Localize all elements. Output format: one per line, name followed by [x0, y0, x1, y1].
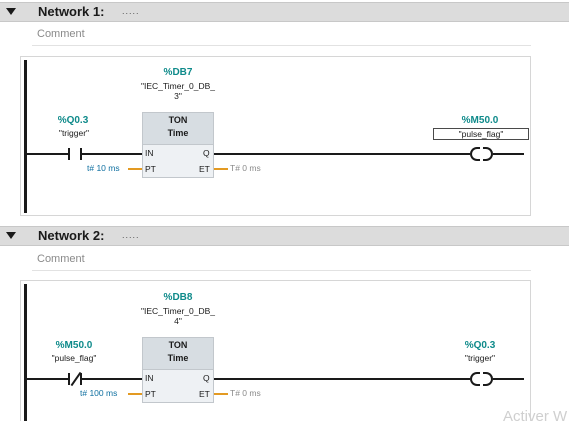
network-1-rung-area[interactable] [20, 56, 531, 216]
network-2-power-rail [24, 284, 27, 421]
network-2-pin-q: Q [203, 373, 210, 383]
network-2-et-value[interactable]: T# 0 ms [230, 388, 261, 398]
network-1-pin-in: IN [145, 148, 154, 158]
network-1-coil[interactable] [483, 147, 493, 161]
collapse-network-2-icon[interactable] [6, 232, 16, 239]
network-1-pin-et: ET [199, 164, 210, 174]
network-1-contact-address[interactable]: %Q0.3 [57, 115, 89, 126]
network-1-et-value[interactable]: T# 0 ms [230, 163, 261, 173]
network-2-timer-db-name-cont[interactable]: 4" [174, 316, 182, 326]
network-2-coil-tag[interactable]: "trigger" [464, 353, 496, 363]
network-1-comment-label: Comment [37, 28, 85, 40]
network-1-wire [26, 153, 68, 155]
network-1-power-rail [24, 60, 27, 213]
network-2-contact-nc[interactable] [68, 373, 70, 385]
network-2-et-stub [214, 393, 228, 395]
network-1-contact-no[interactable] [68, 148, 70, 160]
network-1-timer-db-name[interactable]: "IEC_Timer_0_DB_ [140, 81, 216, 91]
network-2-pin-et: ET [199, 389, 210, 399]
network-2-contact-tag[interactable]: "pulse_flag" [51, 353, 97, 363]
network-1-wire [493, 153, 524, 155]
network-2-ton-type: TON [168, 340, 188, 350]
network-1-ton-block[interactable]: TON Time IN Q PT ET [142, 112, 214, 178]
network-2-rung-area[interactable] [20, 280, 531, 421]
collapse-network-1-icon[interactable] [6, 8, 16, 15]
network-2-wire [493, 378, 524, 380]
network-2-contact-address[interactable]: %M50.0 [55, 340, 93, 351]
network-1-coil-tag[interactable]: "pulse_flag" [433, 128, 529, 140]
network-2-coil[interactable] [470, 372, 480, 386]
network-2-timer-db-name[interactable]: "IEC_Timer_0_DB_ [140, 306, 216, 316]
network-2-title-field[interactable]: ..... [122, 230, 140, 240]
network-2-ton-block[interactable]: TON Time IN Q PT ET [142, 337, 214, 403]
network-2-pt-stub [128, 393, 142, 395]
network-1-contact-tag[interactable]: "trigger" [58, 128, 90, 138]
network-2-wire [214, 378, 470, 380]
network-1-ton-header: TON Time [143, 113, 213, 145]
network-1-et-stub [214, 168, 228, 170]
network-2-timer-db-address[interactable]: %DB8 [163, 292, 193, 303]
network-1-title-field[interactable]: ..... [122, 6, 140, 16]
network-2-pin-pt: PT [145, 389, 156, 399]
network-1-ton-unit[interactable]: Time [167, 128, 189, 138]
network-2-comment[interactable]: Comment [32, 249, 531, 271]
network-1-coil[interactable] [470, 147, 480, 161]
network-1-pin-q: Q [203, 148, 210, 158]
network-1-comment[interactable]: Comment [32, 24, 531, 46]
network-2-coil[interactable] [483, 372, 493, 386]
network-2-wire [82, 378, 143, 380]
network-2-header[interactable]: Network 2: ..... [0, 226, 569, 246]
network-2-comment-label: Comment [37, 253, 85, 265]
network-1-timer-db-address[interactable]: %DB7 [163, 67, 193, 78]
network-1-ton-type: TON [168, 115, 188, 125]
activation-watermark: Activer W [503, 408, 568, 425]
network-2-title: Network 2: [38, 228, 105, 243]
network-1-coil-address[interactable]: %M50.0 [461, 115, 499, 126]
network-2-wire [26, 378, 68, 380]
network-2-contact-nc[interactable] [80, 373, 82, 385]
network-1-wire [82, 153, 143, 155]
network-1-contact-no[interactable] [80, 148, 82, 160]
network-2-pt-value[interactable]: t# 100 ms [80, 388, 118, 398]
network-2-ton-header: TON Time [143, 338, 213, 370]
network-2-ton-unit[interactable]: Time [167, 353, 189, 363]
network-2-pin-in: IN [145, 373, 154, 383]
network-1-header[interactable]: Network 1: ..... [0, 2, 569, 22]
network-1-pt-stub [128, 168, 142, 170]
network-1-timer-db-name-cont[interactable]: 3" [174, 91, 182, 101]
network-2-coil-address[interactable]: %Q0.3 [464, 340, 496, 351]
network-1-title: Network 1: [38, 4, 105, 19]
network-1-wire [214, 153, 470, 155]
network-1-pin-pt: PT [145, 164, 156, 174]
network-1-pt-value[interactable]: t# 10 ms [87, 163, 120, 173]
